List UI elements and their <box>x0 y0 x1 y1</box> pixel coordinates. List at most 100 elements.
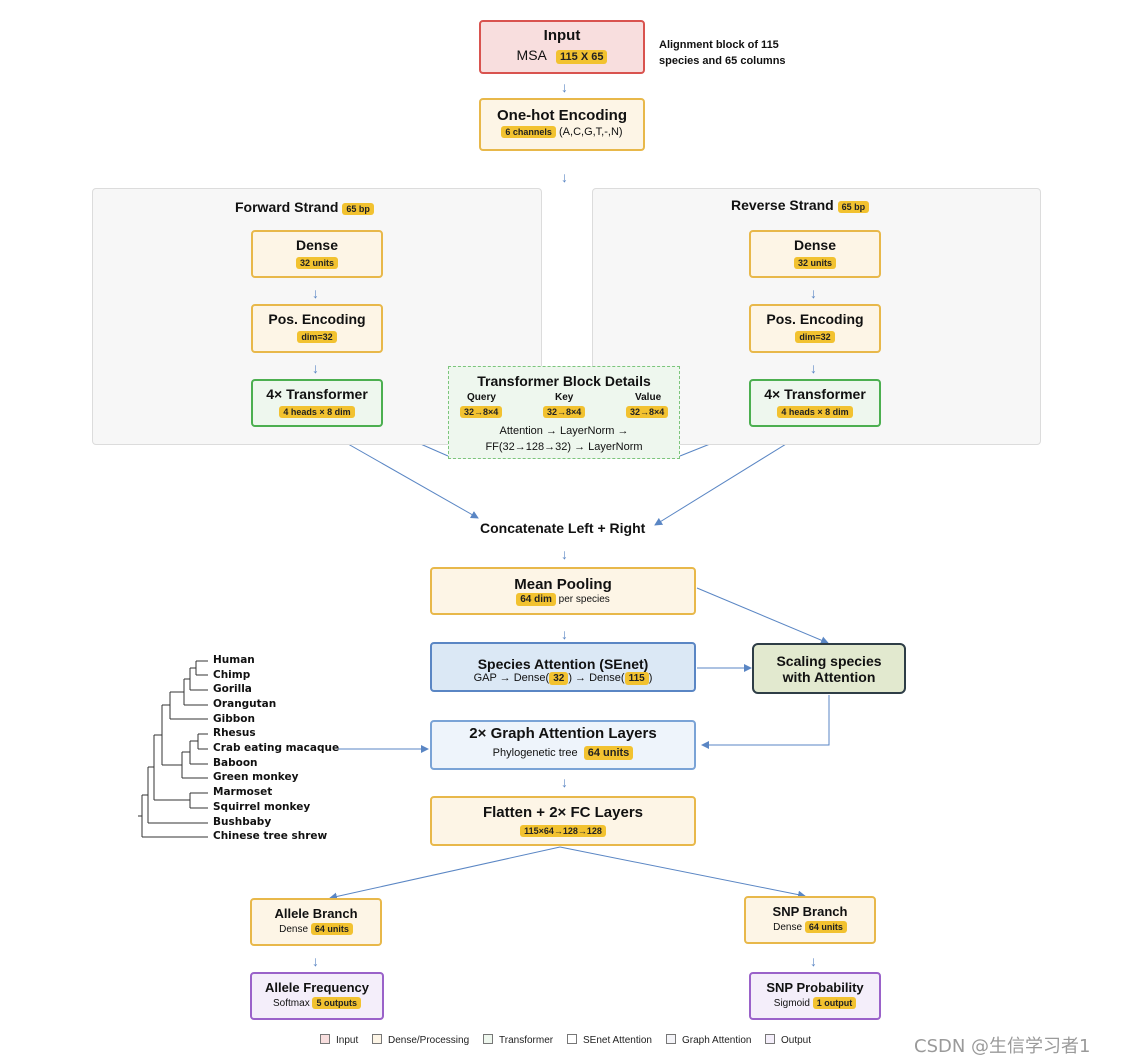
forward-strand-title: Forward Strand 65 bp <box>235 199 374 215</box>
onehot-text: (A,C,G,T,-,N) <box>559 126 623 138</box>
mean-pooling-box: Mean Pooling 64 dim per species <box>430 567 696 615</box>
forward-pos-badge: dim=32 <box>297 331 337 343</box>
graph-attention-text: Phylogenetic tree <box>492 747 578 759</box>
snp-branch-text: Dense <box>773 922 803 933</box>
tree-species-label: Crab eating macaque <box>213 742 340 754</box>
input-box: Input MSA 115 X 65 <box>479 20 645 74</box>
tree-species-label: Chinese tree shrew <box>213 830 328 842</box>
details-value-label: Value <box>635 392 662 403</box>
tree-species-label: Gorilla <box>213 683 252 695</box>
onehot-title: One-hot Encoding <box>497 107 627 124</box>
allele-branch-badge: 64 units <box>310 923 353 935</box>
arrow-down-icon: ↓ <box>561 79 568 95</box>
scaling-line2: with Attention <box>782 669 876 685</box>
allele-frequency-text: Softmax <box>273 998 310 1009</box>
mean-pooling-badge: 64 dim <box>516 593 556 606</box>
snp-probability-title: SNP Probability <box>766 980 864 995</box>
tree-species-label: Squirrel monkey <box>213 801 311 813</box>
forward-dense-title: Dense <box>295 237 339 253</box>
onehot-box: One-hot Encoding 6 channels (A,C,G,T,-,N… <box>479 98 645 151</box>
flatten-fc-box: Flatten + 2× FC Layers 115×64→128→128 <box>430 796 696 846</box>
reverse-strand-badge: 65 bp <box>837 201 870 213</box>
phylogenetic-tree <box>138 660 208 838</box>
arrow-down-icon: ↓ <box>312 953 319 969</box>
arrow-down-icon: ↓ <box>312 360 319 376</box>
details-query-label: Query <box>467 392 496 403</box>
forward-dense-badge: 32 units <box>295 257 338 269</box>
allele-frequency-box: Allele Frequency Softmax 5 outputs <box>250 972 384 1020</box>
tree-species-label: Orangutan <box>213 698 277 710</box>
reverse-transformer-box: 4× Transformer 4 heads × 8 dim <box>749 379 881 427</box>
onehot-badge: 6 channels <box>501 126 556 138</box>
tree-species-label: Rhesus <box>213 727 256 739</box>
forward-pos-title: Pos. Encoding <box>268 311 366 327</box>
details-title: Transformer Block Details <box>477 373 651 389</box>
legend-senet: SEnet Attention <box>567 1034 652 1046</box>
forward-dense-box: Dense 32 units <box>251 230 383 278</box>
reverse-strand-title: Reverse Strand 65 bp <box>731 197 870 213</box>
legend-input: Input <box>320 1034 358 1046</box>
tree-species-label: Green monkey <box>213 771 299 783</box>
species-attention-formula: GAP → Dense(32) → Dense(115) <box>473 672 653 685</box>
graph-attention-badge: 64 units <box>583 746 634 760</box>
mean-pooling-title: Mean Pooling <box>514 576 612 593</box>
details-line2: FF(32→128→32) → LayerNorm <box>485 441 643 453</box>
snp-branch-badge: 64 units <box>804 921 847 933</box>
scaling-line1: Scaling species <box>776 653 882 669</box>
flatten-badge: 115×64→128→128 <box>520 825 606 837</box>
legend-graph: Graph Attention <box>666 1034 752 1046</box>
allele-frequency-title: Allele Frequency <box>264 980 370 995</box>
watermark: CSDN @生信学习者1 <box>914 1036 1091 1057</box>
reverse-trans-title: 4× Transformer <box>764 386 866 402</box>
allele-branch-text: Dense <box>279 924 309 935</box>
legend-output: Output <box>765 1034 811 1046</box>
graph-attention-title: 2× Graph Attention Layers <box>469 725 657 742</box>
arrow-down-icon: ↓ <box>810 953 817 969</box>
reverse-pos-title: Pos. Encoding <box>766 311 864 327</box>
arrow-down-icon: ↓ <box>561 774 568 790</box>
arrow-down-icon: ↓ <box>561 169 568 185</box>
snp-branch-title: SNP Branch <box>772 904 848 919</box>
tree-species-label: Human <box>213 654 255 666</box>
details-query-badge: 32→8×4 <box>460 406 503 418</box>
input-badge: 115 X 65 <box>556 50 608 64</box>
tree-species-label: Bushbaby <box>213 816 272 828</box>
forward-transformer-box: 4× Transformer 4 heads × 8 dim <box>251 379 383 427</box>
snp-probability-text: Sigmoid <box>773 998 810 1009</box>
forward-trans-title: 4× Transformer <box>266 386 368 402</box>
reverse-dense-box: Dense 32 units <box>749 230 881 278</box>
reverse-trans-badge: 4 heads × 8 dim <box>777 406 853 418</box>
snp-branch-box: SNP Branch Dense 64 units <box>744 896 876 944</box>
tree-species-label: Chimp <box>213 669 251 681</box>
tree-species-label: Gibbon <box>213 713 255 725</box>
forward-strand-badge: 65 bp <box>342 203 374 215</box>
details-value-badge: 32→8×4 <box>626 406 669 418</box>
arrow-down-icon: ↓ <box>561 546 568 562</box>
legend-transformer: Transformer <box>483 1034 553 1046</box>
forward-trans-badge: 4 heads × 8 dim <box>279 406 355 418</box>
transformer-details-box: Transformer Block Details Query Key Valu… <box>448 366 680 459</box>
snp-probability-badge: 1 output <box>812 997 857 1009</box>
species-attention-box: Species Attention (SEnet) GAP → Dense(32… <box>430 642 696 692</box>
arrow-down-icon: ↓ <box>561 626 568 642</box>
graph-attention-box: 2× Graph Attention Layers Phylogenetic t… <box>430 720 696 770</box>
legend-dense: Dense/Processing <box>372 1034 469 1046</box>
mean-pooling-text: per species <box>558 594 610 605</box>
input-label: MSA <box>516 47 547 63</box>
reverse-pos-badge: dim=32 <box>795 331 835 343</box>
forward-pos-encoding-box: Pos. Encoding dim=32 <box>251 304 383 353</box>
scaling-species-box: Scaling species with Attention <box>752 643 906 694</box>
details-line1: Attention → LayerNorm → <box>499 425 629 437</box>
arrow-down-icon: ↓ <box>312 285 319 301</box>
input-title: Input <box>543 27 581 44</box>
species-attention-title: Species Attention (SEnet) <box>477 656 649 672</box>
details-key-badge: 32→8×4 <box>543 406 586 418</box>
arrow-down-icon: ↓ <box>810 285 817 301</box>
concatenate-label: Concatenate Left + Right <box>480 520 646 536</box>
arrow-down-icon: ↓ <box>810 360 817 376</box>
allele-branch-title: Allele Branch <box>274 906 358 921</box>
tree-species-label: Marmoset <box>213 786 273 798</box>
allele-branch-box: Allele Branch Dense 64 units <box>250 898 382 946</box>
